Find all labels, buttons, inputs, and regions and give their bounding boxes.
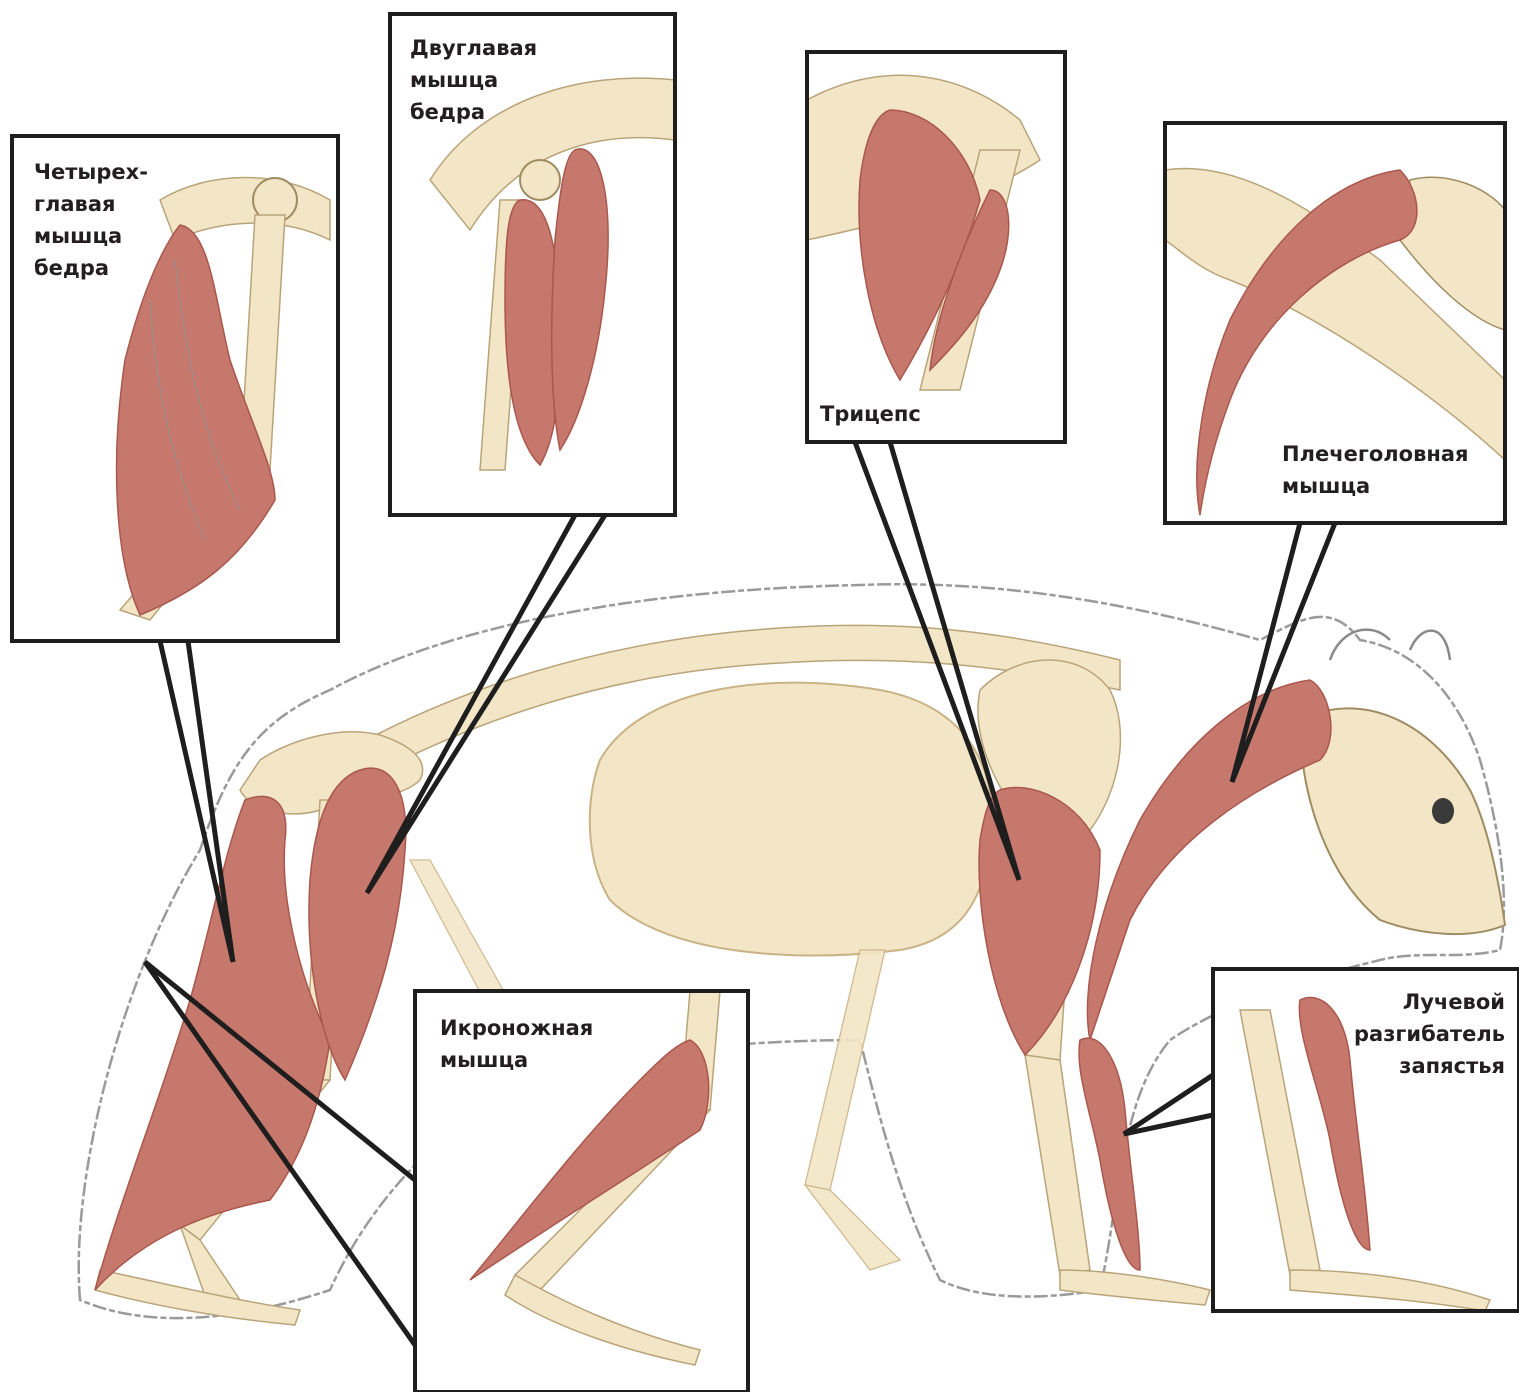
pointer-quadriceps [160, 641, 233, 962]
pointer-biceps-femoris [367, 515, 605, 893]
ear [1330, 630, 1450, 660]
label-gastrocnemius: Икроножная мышца [440, 1012, 593, 1076]
eye-socket [1432, 798, 1454, 824]
label-quadriceps: Четырех- главая мышца бедра [34, 156, 148, 284]
rib-cage [590, 683, 992, 956]
panel-triceps [807, 52, 1065, 442]
label-extensor-carpi-radialis: Лучевой разгибатель запястья [1354, 986, 1505, 1082]
far-fore-leg-bones [805, 950, 900, 1270]
label-brachiocephalicus: Плечеголовная мышца [1282, 438, 1469, 502]
label-triceps: Трицепс [820, 398, 921, 430]
label-biceps-femoris: Двуглавая мышца бедра [410, 32, 537, 128]
